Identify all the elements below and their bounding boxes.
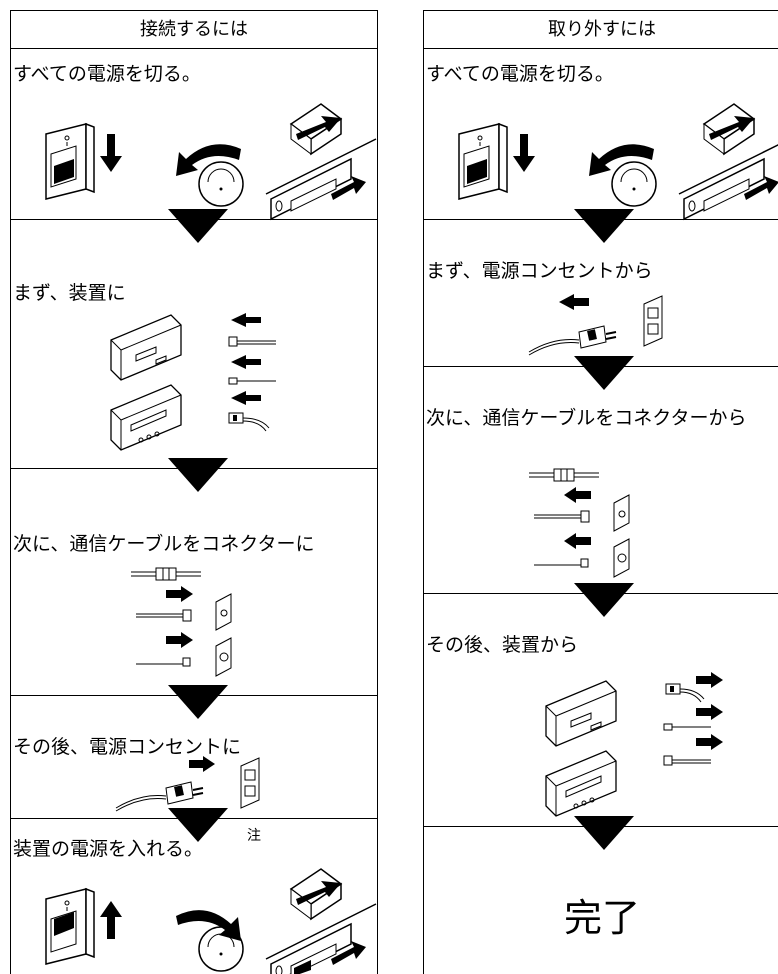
disconnect-step-device: その後、装置から bbox=[424, 594, 778, 827]
arrow-down-icon bbox=[168, 685, 228, 719]
device-cables-illustration bbox=[110, 313, 276, 451]
connect-title: 接続するには bbox=[11, 11, 377, 49]
connect-step-power-on: 装置の電源を入れる。 注 bbox=[11, 819, 377, 974]
arrow-down-icon bbox=[168, 458, 228, 492]
disconnect-step-3-text: 次に、通信ケーブルをコネクターから bbox=[426, 407, 747, 429]
arrow-down-icon bbox=[574, 816, 634, 850]
connect-step-2-text: まず、装置に bbox=[13, 282, 126, 304]
connect-step-device: まず、装置に bbox=[11, 220, 377, 469]
connect-step-comm-cable: 次に、通信ケーブルをコネクターに bbox=[11, 469, 377, 696]
connect-step-4-text: その後、電源コンセントに bbox=[13, 736, 242, 758]
disconnect-done: 完了 bbox=[424, 827, 778, 974]
power-off-illustration bbox=[45, 103, 377, 221]
comm-cable-illustration bbox=[529, 468, 630, 578]
arrow-down-icon bbox=[168, 209, 228, 243]
disconnect-step-power-off: すべての電源を切る。 bbox=[424, 49, 778, 221]
connect-step-5-text: 装置の電源を入れる。 bbox=[13, 838, 204, 860]
arrow-down-icon bbox=[168, 808, 228, 842]
disconnect-step-1-text: すべての電源を切る。 bbox=[426, 63, 614, 85]
connect-step-3-text: 次に、通信ケーブルをコネクターに bbox=[13, 533, 315, 555]
connect-column: 接続するには すべての電源を切る。 bbox=[10, 10, 378, 974]
done-label: 完了 bbox=[563, 896, 640, 940]
note-label: 注 bbox=[247, 828, 261, 844]
connect-step-power-off: すべての電源を切る。 bbox=[11, 49, 377, 221]
device-cables-illustration bbox=[545, 672, 723, 817]
disconnect-step-2-text: まず、電源コンセントから bbox=[426, 260, 653, 282]
arrow-down-icon bbox=[574, 356, 634, 390]
arrow-down-icon bbox=[574, 209, 634, 243]
disconnect-step-comm-cable: 次に、通信ケーブルをコネクターから bbox=[424, 367, 778, 594]
disconnect-step-4-text: その後、装置から bbox=[426, 634, 579, 656]
outlet-plug-illustration bbox=[115, 756, 260, 812]
disconnect-step-outlet: まず、電源コンセントから bbox=[424, 220, 778, 367]
power-on-illustration bbox=[45, 868, 377, 974]
comm-cable-illustration bbox=[131, 567, 232, 677]
connect-step-1-text: すべての電源を切る。 bbox=[13, 63, 201, 85]
power-off-illustration bbox=[458, 103, 778, 221]
disconnect-column: 取り外すには すべての電源を切る。 bbox=[423, 10, 778, 974]
arrow-down-icon bbox=[574, 583, 634, 617]
disconnect-title: 取り外すには bbox=[424, 11, 778, 49]
outlet-unplug-illustration bbox=[528, 294, 663, 356]
connect-step-outlet: その後、電源コンセントに bbox=[11, 696, 377, 819]
